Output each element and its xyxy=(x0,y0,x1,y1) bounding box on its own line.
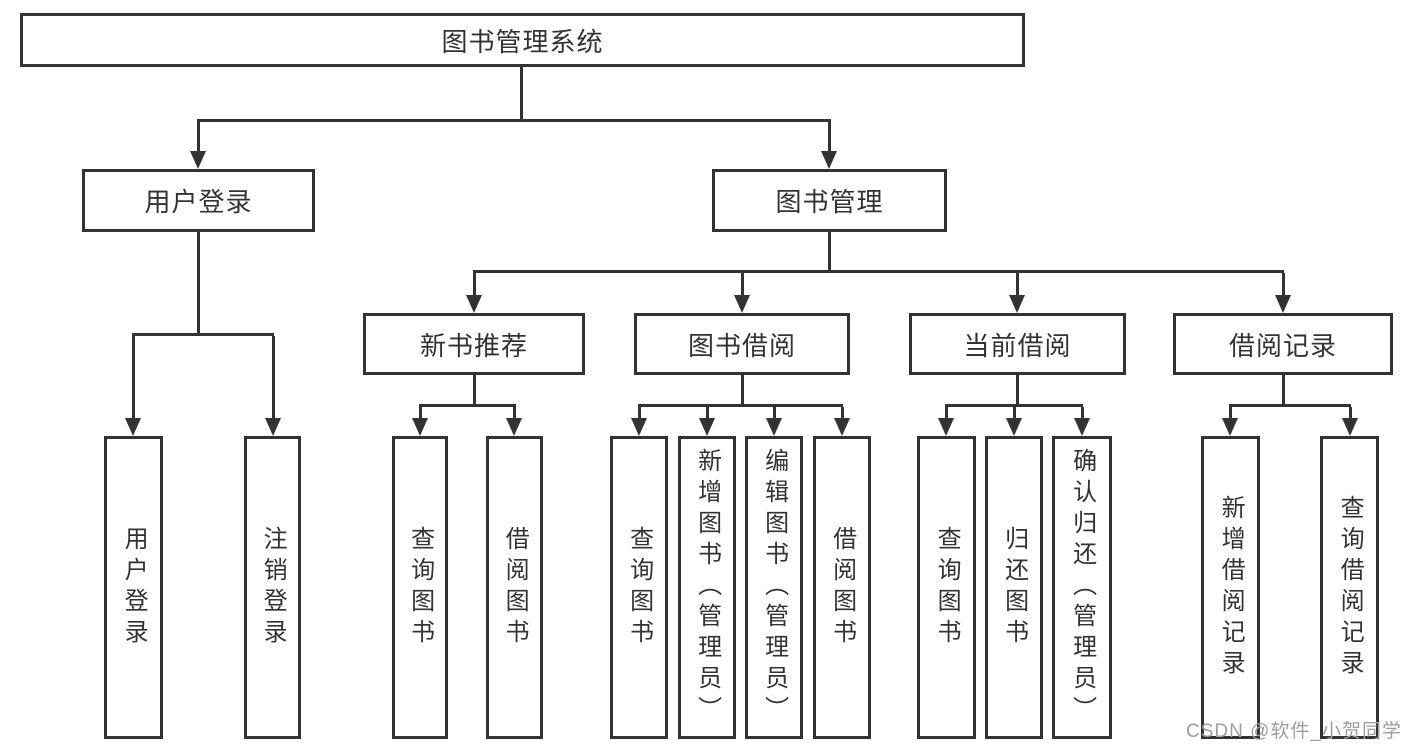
node-user-login: 用户登录 xyxy=(82,169,315,232)
leaf-borrow-query-books: 查询图书 xyxy=(610,436,668,739)
node-label: 用户登录 xyxy=(144,187,253,217)
connector-hline xyxy=(197,119,831,122)
leaf-current-confirm-return-admin: 确认归还（管理员） xyxy=(1052,436,1112,739)
connector-vline xyxy=(132,336,135,420)
connector-hline xyxy=(1229,404,1351,407)
arrow-down-icon xyxy=(412,418,428,436)
connector-vline xyxy=(1016,375,1019,407)
node-label: 查询图书 xyxy=(625,525,653,650)
csdn-watermark: CSDN @软件_小贺同学 xyxy=(1186,721,1402,742)
node-label: 新书推荐 xyxy=(419,330,528,361)
leaf-current-query-books: 查询图书 xyxy=(917,436,976,739)
connector-vline xyxy=(419,407,422,419)
connector-vline xyxy=(520,67,523,122)
arrow-down-icon xyxy=(125,418,141,436)
connector-vline xyxy=(1349,407,1352,419)
connector-vline xyxy=(1282,375,1285,407)
connector-vline xyxy=(197,232,200,336)
connector-vline xyxy=(1282,273,1285,296)
arrow-down-icon xyxy=(834,418,850,436)
connector-vline xyxy=(945,407,948,419)
connector-vline xyxy=(828,122,831,152)
node-label: 图书借阅 xyxy=(687,330,796,361)
leaf-newbook-query-books: 查询图书 xyxy=(392,436,448,739)
node-label: 新增图书（管理员） xyxy=(693,448,721,727)
arrow-down-icon xyxy=(190,151,206,169)
connector-vline xyxy=(706,407,709,419)
arrow-down-icon xyxy=(265,418,281,436)
arrow-down-icon xyxy=(699,418,715,436)
node-label: 归还图书 xyxy=(1000,525,1028,650)
connector-vline xyxy=(473,273,476,296)
node-label: 当前借阅 xyxy=(963,330,1072,361)
connector-vline xyxy=(1013,407,1016,419)
arrow-down-icon xyxy=(1275,295,1291,313)
connector-vline xyxy=(272,336,275,420)
node-label: 借阅图书 xyxy=(501,525,529,650)
connector-hline xyxy=(419,404,516,407)
connector-vline xyxy=(197,122,200,152)
connector-vline xyxy=(741,273,744,296)
arrow-down-icon xyxy=(734,295,750,313)
connector-hline xyxy=(945,404,1083,407)
connector-vline xyxy=(473,375,476,407)
connector-vline xyxy=(1081,407,1084,419)
connector-vline xyxy=(841,407,844,419)
node-label: 新增借阅记录 xyxy=(1217,494,1245,681)
leaf-borrow-borrow-books: 借阅图书 xyxy=(813,436,871,739)
node-label: 图书管理 xyxy=(775,187,884,217)
leaf-newbook-borrow-books: 借阅图书 xyxy=(486,436,543,739)
connector-hline xyxy=(132,333,274,336)
connector-vline xyxy=(1229,407,1232,419)
arrow-down-icon xyxy=(1074,418,1090,436)
arrow-down-icon xyxy=(938,418,954,436)
node-label: 查询图书 xyxy=(933,525,961,650)
node-label: 查询借阅记录 xyxy=(1336,494,1364,681)
arrow-down-icon xyxy=(631,418,647,436)
connector-vline xyxy=(828,232,831,273)
arrow-down-icon xyxy=(766,418,782,436)
leaf-user-login: 用户登录 xyxy=(104,436,163,739)
connector-vline xyxy=(773,407,776,419)
arrow-down-icon xyxy=(1342,418,1358,436)
node-book-management: 图书管理 xyxy=(712,169,947,232)
arrow-down-icon xyxy=(466,295,482,313)
arrow-down-icon xyxy=(821,151,837,169)
node-label: 查询图书 xyxy=(406,525,434,650)
connector-vline xyxy=(638,407,641,419)
node-label: 确认归还（管理员） xyxy=(1068,448,1096,727)
node-label: 用户登录 xyxy=(120,525,148,650)
arrow-down-icon xyxy=(1006,418,1022,436)
arrow-down-icon xyxy=(1009,295,1025,313)
node-borrowing-records: 借阅记录 xyxy=(1173,313,1393,375)
node-book-borrowing: 图书借阅 xyxy=(634,313,850,375)
node-label: 编辑图书（管理员） xyxy=(760,448,788,727)
connector-vline xyxy=(1016,273,1019,296)
leaf-borrow-edit-book-admin: 编辑图书（管理员） xyxy=(745,436,803,739)
connector-vline xyxy=(513,407,516,419)
node-root-system: 图书管理系统 xyxy=(20,13,1025,67)
leaf-logout-login: 注销登录 xyxy=(244,436,301,739)
connector-vline xyxy=(741,375,744,407)
node-label: 注销登录 xyxy=(259,525,287,650)
leaf-records-query-borrow-record: 查询借阅记录 xyxy=(1320,436,1379,739)
node-new-book-recommend: 新书推荐 xyxy=(363,313,585,375)
arrow-down-icon xyxy=(506,418,522,436)
connector-hline xyxy=(638,404,843,407)
node-label: 借阅记录 xyxy=(1228,330,1337,361)
connector-hline xyxy=(473,270,1284,273)
arrow-down-icon xyxy=(1222,418,1238,436)
node-current-borrowing: 当前借阅 xyxy=(909,313,1126,375)
leaf-current-return-book: 归还图书 xyxy=(985,436,1043,739)
leaf-records-add-borrow-record: 新增借阅记录 xyxy=(1201,436,1260,739)
node-label: 图书管理系统 xyxy=(441,26,604,57)
node-label: 借阅图书 xyxy=(828,525,856,650)
leaf-borrow-add-book-admin: 新增图书（管理员） xyxy=(678,436,736,739)
